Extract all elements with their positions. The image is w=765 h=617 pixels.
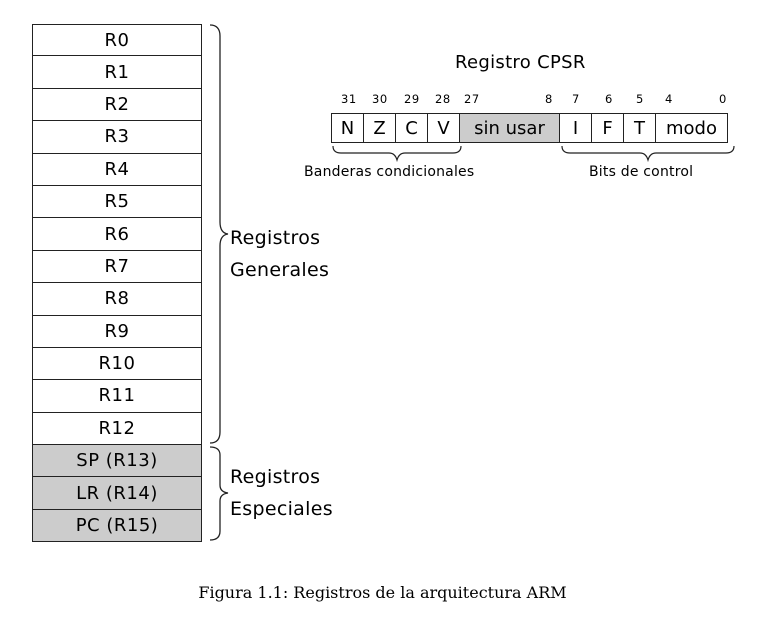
cpsr-field-f: F	[592, 114, 624, 142]
bit-number-4: 4	[665, 92, 673, 106]
register-cell: R9	[32, 315, 202, 348]
register-cell: R2	[32, 88, 202, 122]
flags-brace	[332, 145, 462, 163]
special-register-cell: LR (R14)	[32, 477, 202, 510]
cpsr-field-i: I	[560, 114, 592, 142]
general-registers-brace	[209, 24, 229, 444]
cpsr-field-t: T	[624, 114, 656, 142]
cpsr-field-mode: modo	[666, 117, 717, 139]
control-bits-label: Bits de control	[589, 164, 694, 180]
special-register-cell: SP (R13)	[32, 445, 202, 478]
general-registers-label: Registros Generales	[230, 222, 329, 286]
register-cell: R0	[32, 24, 202, 57]
cpsr-register-fields: N Z C V sin usar I F T modo	[331, 113, 728, 143]
register-cell: R3	[32, 121, 202, 154]
cpsr-field-unused: sin usar	[460, 114, 560, 142]
bit-number-0: 0	[719, 92, 727, 106]
special-registers-brace	[209, 446, 229, 541]
special-label-line1: Registros	[230, 466, 321, 488]
bit-number-29: 29	[404, 92, 420, 106]
control-bits-brace	[561, 145, 735, 163]
register-cell: R7	[32, 250, 202, 284]
cpsr-field-z: Z	[364, 114, 396, 142]
bit-number-7: 7	[572, 92, 580, 106]
register-cell: R11	[32, 380, 202, 413]
general-label-line2: Generales	[230, 259, 330, 281]
bit-number-27: 27	[464, 92, 480, 106]
bit-number-31: 31	[341, 92, 357, 106]
special-register-cell: PC (R15)	[32, 509, 202, 543]
register-cell: R5	[32, 185, 202, 219]
register-cell: R12	[32, 412, 202, 446]
register-cell: R8	[32, 283, 202, 316]
figure-caption: Figura 1.1: Registros de la arquitectura…	[198, 583, 567, 602]
bit-number-30: 30	[372, 92, 388, 106]
flags-label: Banderas condicionales	[304, 164, 475, 180]
bit-number-8: 8	[545, 92, 553, 106]
special-label-line2: Especiales	[230, 498, 333, 520]
cpsr-field-n: N	[332, 114, 364, 142]
cpsr-field-c: C	[396, 114, 428, 142]
register-cell: R10	[32, 347, 202, 381]
cpsr-title: Registro CPSR	[455, 52, 586, 73]
register-cell: R4	[32, 153, 202, 186]
register-cell: R1	[32, 56, 202, 89]
register-cell: R6	[32, 218, 202, 251]
special-registers-label: Registros Especiales	[230, 461, 333, 525]
bit-number-6: 6	[605, 92, 613, 106]
general-label-line1: Registros	[230, 227, 321, 249]
bit-number-5: 5	[636, 92, 644, 106]
cpsr-field-v: V	[428, 114, 460, 142]
bit-number-28: 28	[435, 92, 451, 106]
